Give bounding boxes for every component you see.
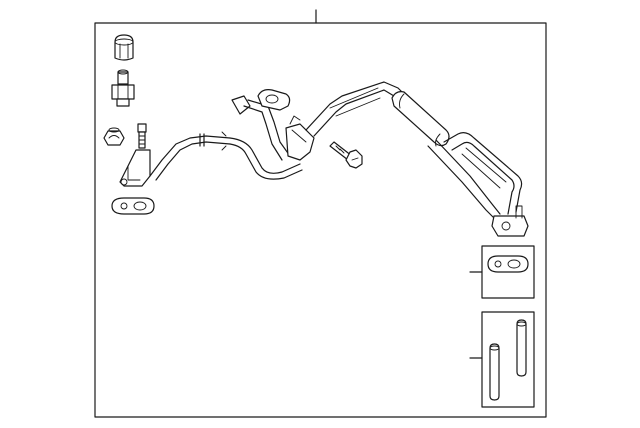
inset-pins-box xyxy=(481,311,535,408)
pin-short-icon xyxy=(489,343,500,401)
bracket-icon xyxy=(119,149,151,187)
cap-icon xyxy=(114,34,134,61)
bolt-icon xyxy=(329,141,363,169)
hose-assembly-icon xyxy=(149,81,529,237)
main-frame xyxy=(94,22,547,418)
pressure-switch-icon xyxy=(111,69,135,107)
gasket-left-icon xyxy=(111,197,155,215)
inset-gasket-icon xyxy=(487,255,529,273)
pin-long-icon xyxy=(516,319,527,377)
nut-icon xyxy=(103,127,125,146)
stud-bolt-icon xyxy=(137,123,147,149)
